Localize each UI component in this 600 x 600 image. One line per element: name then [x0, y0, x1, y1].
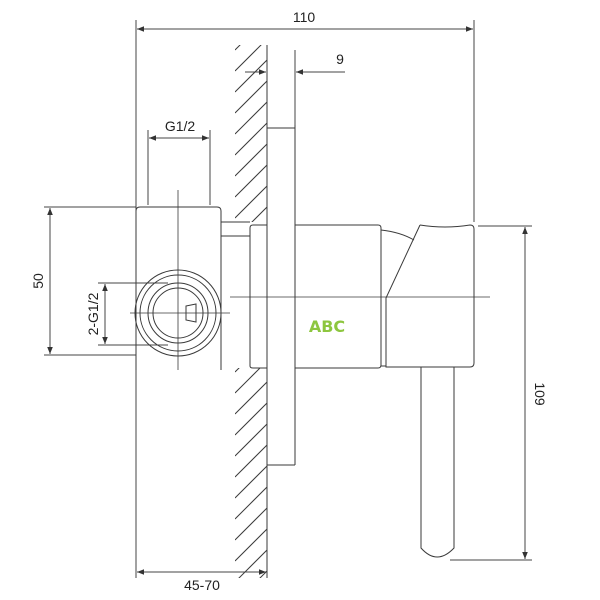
dim-2g12-label: 2-G1/2	[85, 292, 101, 335]
dim-45-70-label: 45-70	[184, 577, 220, 593]
dim-g12-label: G1/2	[165, 118, 196, 134]
hatch-line	[235, 423, 267, 457]
hatch-line	[235, 507, 267, 541]
dimension-lines	[47, 26, 528, 575]
hatch-line	[235, 486, 267, 520]
mixer-handle	[230, 224, 490, 558]
dim-110-label: 110	[293, 9, 316, 25]
hatch-line	[235, 444, 267, 478]
hatch-line	[251, 206, 267, 222]
hatch-line	[235, 465, 267, 499]
hatch-line	[235, 368, 261, 394]
hatch-line	[235, 101, 267, 135]
wall-plate	[267, 125, 296, 466]
hatch-line	[235, 381, 267, 415]
hatch-line	[235, 122, 267, 156]
hatch-line	[235, 164, 267, 198]
dim-50-label: 50	[30, 273, 46, 289]
hatch-line	[259, 570, 267, 578]
wall-hatch	[235, 45, 268, 578]
extension-lines	[44, 20, 532, 578]
hatch-line	[235, 185, 267, 219]
dim-9-label: 9	[336, 51, 344, 67]
watermark-logo: ABC	[309, 317, 345, 336]
hatch-line	[235, 228, 267, 260]
hatch-line	[235, 45, 262, 72]
hatch-line	[235, 402, 267, 436]
hatch-line	[235, 143, 267, 177]
valve-body	[130, 190, 267, 370]
hatch-line	[235, 80, 267, 114]
hatch-line	[238, 549, 267, 578]
hatch-line	[235, 45, 241, 51]
hatch-line	[235, 59, 267, 93]
dim-109-label: 109	[532, 382, 548, 406]
hatch-line	[235, 528, 267, 562]
